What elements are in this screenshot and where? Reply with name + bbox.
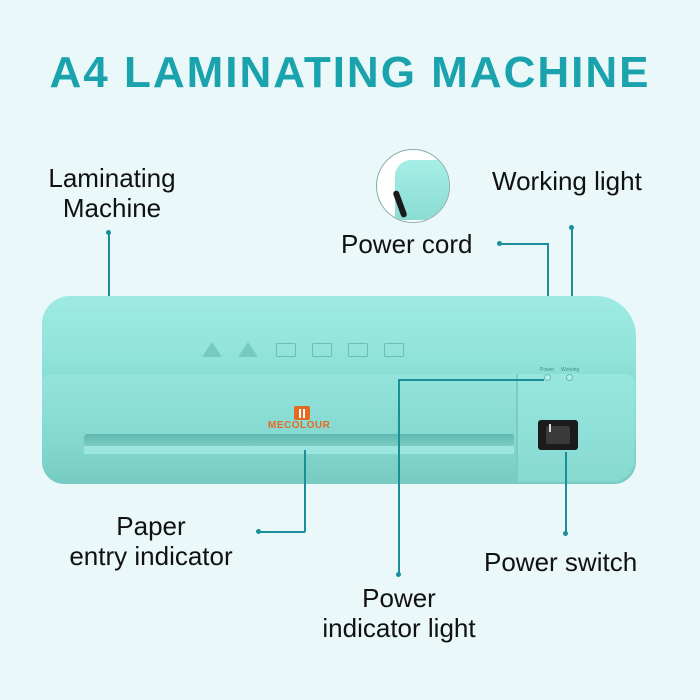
leader-dot-paper-entry	[256, 529, 261, 534]
power-led	[544, 374, 551, 381]
paper-entry-lip	[84, 446, 514, 454]
brand-logo-icon	[294, 406, 310, 420]
power-cord-inset	[376, 149, 450, 223]
leader-line-power-indicator-v	[398, 379, 400, 575]
brand-name: MECOLOUR	[268, 420, 331, 431]
leader-dot-power-switch	[563, 531, 568, 536]
label-paper-entry-line2: entry indicator	[69, 541, 233, 571]
label-laminating-machine-line1: Laminating	[48, 163, 176, 193]
power-led-label: Power	[540, 367, 555, 373]
check-document-icon	[384, 343, 404, 357]
warning-icon	[202, 342, 222, 357]
label-paper-entry-indicator: Paper entry indicator	[60, 511, 242, 571]
label-paper-entry-line1: Paper	[116, 511, 186, 541]
leader-line-power-cord-v	[547, 243, 549, 297]
label-power-indicator-light: Power indicator light	[312, 583, 486, 643]
leader-line-power-cord-h	[500, 243, 548, 245]
leader-line-power-indicator-h	[398, 379, 544, 381]
page-title: A4 LAMINATING MACHINE	[49, 48, 651, 97]
working-led	[566, 374, 573, 381]
label-laminating-machine: Laminating Machine	[38, 163, 186, 223]
leader-line-power-switch	[565, 452, 567, 534]
hot-warning-icon	[238, 342, 258, 357]
power-switch	[538, 420, 578, 450]
label-laminating-machine-line2: Machine	[62, 193, 162, 223]
working-led-label: Working	[561, 367, 580, 373]
leader-line-paper-entry-h	[259, 531, 305, 533]
label-power-indicator-line1: Power	[362, 583, 436, 613]
a4-size-icon	[276, 343, 296, 357]
label-power-switch: Power switch	[484, 547, 638, 577]
leader-dot-power-indicator	[396, 572, 401, 577]
paper-feed-icon	[312, 343, 332, 357]
label-power-indicator-line2: indicator light	[322, 613, 476, 643]
label-power-cord: Power cord	[341, 229, 473, 259]
laminating-machine: MECOLOUR Power Working	[42, 296, 636, 486]
pouch-icon	[348, 343, 368, 357]
label-working-light: Working light	[492, 166, 642, 196]
leader-line-paper-entry-v	[304, 450, 306, 532]
power-switch-rocker	[546, 426, 570, 444]
paper-entry-slot	[84, 434, 514, 446]
leader-dot-working-light	[569, 225, 574, 230]
power-switch-on-mark	[549, 424, 551, 432]
leader-dot-power-cord	[497, 241, 502, 246]
leader-line-laminating-machine	[108, 234, 110, 318]
leader-dot-laminating-machine	[106, 230, 111, 235]
